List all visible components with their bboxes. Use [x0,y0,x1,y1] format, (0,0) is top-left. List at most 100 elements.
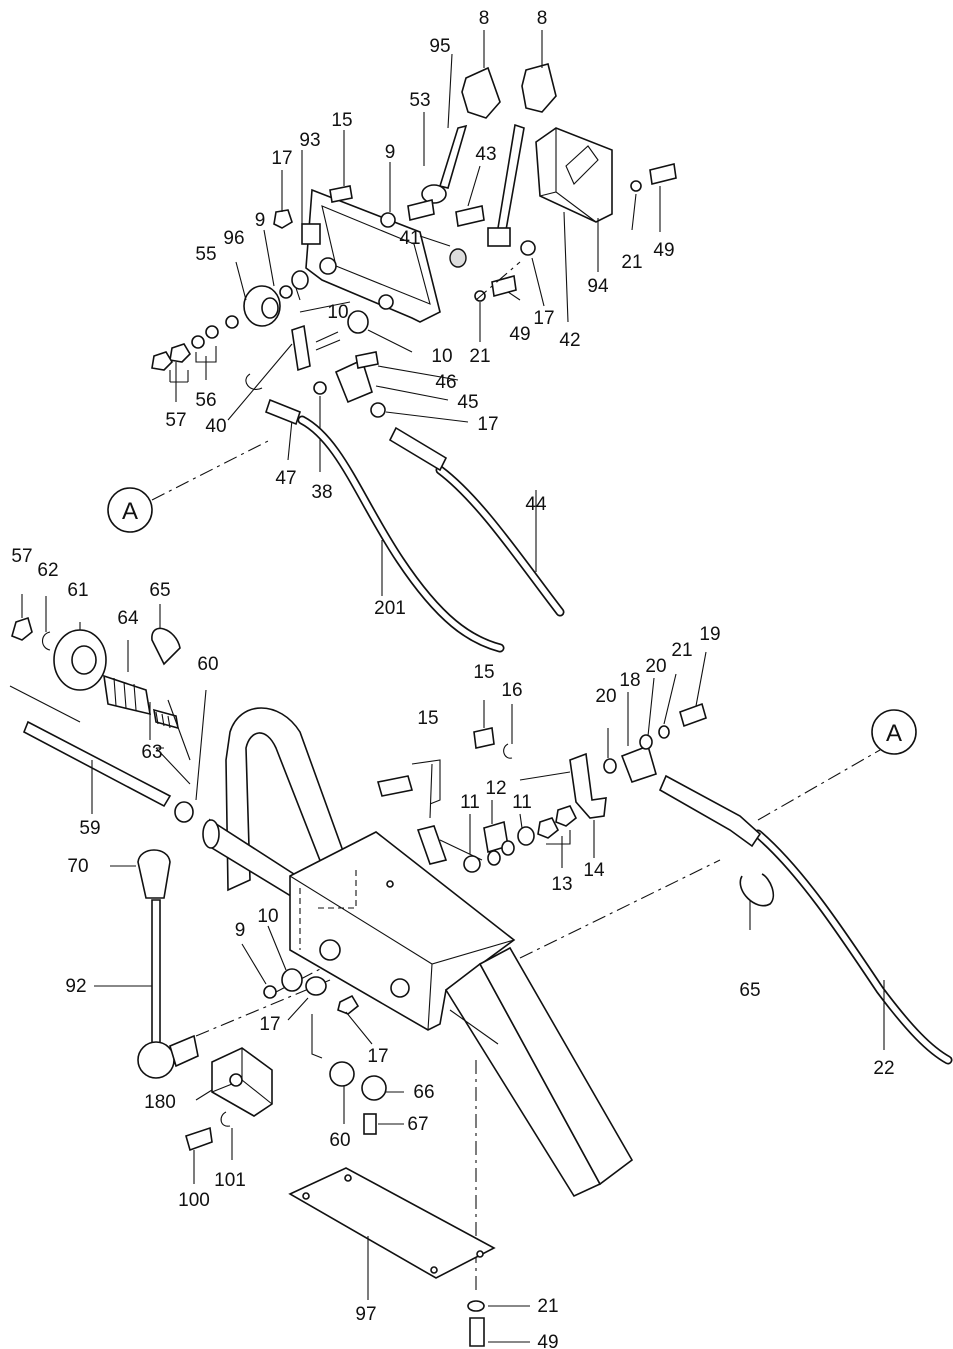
callout-12: 12 [485,778,506,799]
section-marker-A1 [107,487,153,533]
washer-9-top [380,212,396,228]
callout-15a: 15 [331,110,352,131]
nut-57b-lower [11,616,33,641]
collar-66 [361,1075,387,1101]
boot-64 [103,674,151,716]
section-marker-A2-label: A [886,720,902,747]
bushing-10a [291,270,309,290]
lever-shaft-53 [438,124,468,189]
upper-control-assembly [151,30,677,472]
callout-53: 53 [409,90,430,111]
cable-bracket-group [376,651,775,907]
callout-55: 55 [195,244,216,265]
callout-21c: 21 [671,640,692,661]
bushing-60b [329,1061,355,1087]
bolt-100 [185,1126,213,1152]
bracket-tab [301,223,321,245]
block-180-hole [229,1073,243,1087]
nut-17-top [273,209,293,229]
bushing-10b [347,310,369,334]
callout-70: 70 [67,856,88,877]
clip-65-lower [739,873,775,907]
callout-67: 67 [407,1114,428,1135]
callout-64: 64 [117,608,139,629]
bolt-15b [473,727,495,749]
washer-12b [487,850,501,866]
shaft-59-axis [9,685,81,723]
washer-11a [463,855,481,873]
callout-11b: 11 [512,792,532,813]
rod-92 [151,899,161,1045]
callout-20a: 20 [645,656,666,677]
lever-cover-edges [539,128,597,223]
callout-201: 201 [374,598,406,619]
washer-9-lower [263,985,277,999]
lever-cover [535,127,613,223]
bushing-60a [174,801,194,823]
callout-180: 180 [144,1092,176,1113]
shaft-59 [22,720,172,808]
nut-17b [520,240,536,256]
callout-61: 61 [67,580,88,601]
bolt-19 [679,702,707,728]
bolt-53 [407,199,435,221]
bracket-56 [195,346,217,363]
bolt-49c [469,1317,485,1347]
handle-crossbar-end [202,819,220,849]
callout-14: 14 [583,860,605,881]
nut-17c [370,402,386,418]
callout-15c: 15 [417,708,438,729]
handle-brace [449,1009,499,1045]
callout-17c: 17 [477,414,498,435]
callout-17b: 17 [533,308,554,329]
callout-97: 97 [355,1304,376,1325]
callout-9c: 9 [235,920,246,941]
callout-labels: 8 8 95 53 15 93 9 43 17 9 96 55 41 21 49… [11,8,894,1349]
center-lines [151,261,881,1290]
clip-16 [503,743,513,759]
bolt-15c [376,775,414,797]
lever-shaft-42 [497,123,525,231]
setscrew-67 [363,1113,377,1135]
box-hole-1 [319,939,341,961]
callout-93: 93 [299,130,320,151]
lower-left-parts [9,594,273,1184]
callout-92: 92 [65,976,86,997]
callout-63: 63 [141,742,162,763]
washer-21d [467,1300,485,1312]
lever-grip-left [461,66,501,119]
callout-43: 43 [475,144,496,165]
handwheel-61-hub [71,645,97,675]
handle-frame [202,707,634,1198]
lever-block [487,227,511,247]
bolt-15 [329,185,353,203]
callout-44: 44 [525,494,547,515]
bracket-inner-edge [321,205,431,305]
knob-70 [137,849,171,899]
rod-92-tip [169,1034,199,1068]
cable-end-44 [388,426,448,472]
washer-9 [279,285,293,299]
callout-46: 46 [435,372,456,393]
callout-49c: 49 [537,1332,558,1349]
washer-12c [501,840,515,856]
callout-100: 100 [178,1190,210,1211]
rod-92-end [137,1041,175,1079]
cable-end-22 [658,774,762,848]
box-hole-3 [386,880,394,888]
callout-20b: 20 [595,686,616,707]
bolt-49a [649,163,677,185]
bracket-57a [169,370,189,383]
callout-8b: 8 [537,8,548,29]
lever-grip-right [521,63,557,113]
callout-21a: 21 [621,252,642,273]
callout-18: 18 [619,670,640,691]
nut-13b [555,805,578,827]
callout-22: 22 [873,1058,894,1079]
box-hole-2 [390,978,410,998]
nut-17d-lower [305,976,327,996]
lock-plate [291,324,311,372]
control-bracket-plate [305,188,441,323]
callout-59: 59 [79,818,100,839]
section-marker-A2 [871,709,917,755]
